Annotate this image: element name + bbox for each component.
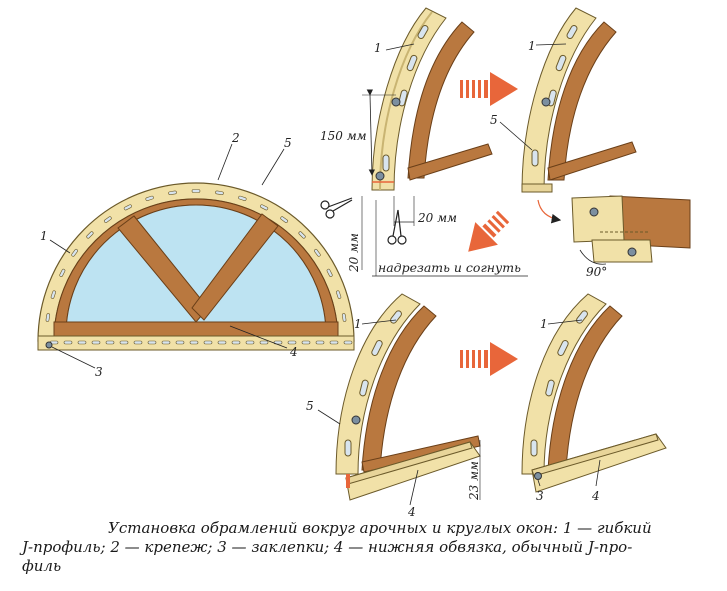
arrow-down-left	[468, 210, 510, 252]
nail-slot	[71, 249, 78, 257]
label-4: 4	[289, 345, 298, 359]
dim-20mm-horizontal: 20 мм	[417, 211, 457, 225]
label-3: 3	[95, 365, 103, 379]
nail-slot	[341, 313, 347, 322]
frame-sill	[53, 321, 339, 337]
wood-sill-a	[407, 143, 493, 181]
nail-slot	[273, 340, 283, 345]
nail-slot	[59, 268, 66, 277]
wood-arc-a	[407, 21, 475, 179]
nail-slot	[231, 340, 241, 345]
slots-a	[382, 25, 429, 172]
label-2: 2	[231, 131, 240, 145]
nail-slot	[119, 340, 129, 345]
nail-slot	[123, 204, 132, 211]
nail-slot	[280, 216, 288, 223]
panel-cut-and-bend: 150 мм 20 мм 20 мм надрезать и согнуть 1	[320, 7, 528, 277]
wood-arc-c	[361, 305, 437, 471]
dim-20mm-vertical: 20 мм	[347, 233, 361, 273]
rivet	[45, 341, 53, 349]
nail-slot	[329, 340, 339, 345]
nail-slot	[238, 195, 247, 201]
nail-slot	[91, 340, 101, 345]
label-5: 5	[284, 136, 292, 150]
nail-slot	[133, 340, 143, 345]
label-b-5: 5	[490, 113, 498, 127]
nail-slot	[301, 340, 311, 345]
dim-150mm: 150 мм	[320, 129, 367, 143]
j-profile-a	[371, 7, 447, 191]
nail-slot	[298, 231, 306, 239]
label-c-5: 5	[306, 399, 314, 413]
label-c-1: 1	[354, 317, 362, 331]
nail-slot	[326, 268, 333, 277]
nail-slot	[86, 231, 94, 239]
dim-23mm: 23 мм	[467, 461, 481, 501]
nail-slot	[147, 340, 157, 345]
nail-slot	[105, 340, 115, 345]
nail-slot	[343, 340, 353, 345]
label-a-1: 1	[374, 41, 382, 55]
wood-arc-b	[547, 21, 617, 181]
nail-slot	[175, 340, 185, 345]
j-profile-b	[521, 7, 597, 191]
label-b-1: 1	[528, 39, 536, 53]
nail-slot	[161, 340, 171, 345]
figure-caption: Установка обрамлений вокруг арочных и кр…	[22, 519, 712, 576]
nail-slot	[189, 340, 199, 345]
j-profile-d	[521, 293, 607, 475]
label-d-1: 1	[540, 317, 548, 331]
wood-arc-d	[547, 305, 623, 471]
nail-slot	[287, 340, 297, 345]
nail-slot	[336, 290, 342, 299]
nail-slot	[217, 340, 227, 345]
scissors-icon-2	[387, 209, 407, 245]
note-cut-and-bend: надрезать и согнуть	[378, 260, 521, 275]
wood-sill-b	[547, 141, 637, 181]
nail-slot	[104, 216, 112, 223]
arrow-right-bottom	[460, 342, 518, 376]
nail-slot	[77, 340, 87, 345]
angle-90: 90°	[586, 265, 607, 279]
sill-nail-slots	[49, 340, 353, 345]
caption-line-2: J-профиль; 2 — крепеж; 3 — заклепки; 4 —…	[22, 538, 633, 556]
nail-slot	[50, 290, 56, 299]
nail-slot	[314, 249, 321, 257]
nail-slot	[245, 340, 255, 345]
detail-bend: 90°	[571, 195, 691, 279]
mullion-right	[191, 213, 279, 321]
label-d-4: 4	[591, 489, 600, 503]
nail-slot	[45, 313, 51, 322]
nail-slot	[203, 340, 213, 345]
nail-slot	[145, 195, 154, 201]
panel-bottom-install: 23 мм 1 5 4	[306, 293, 481, 519]
nail-slot	[215, 190, 224, 196]
label-c-4: 4	[407, 505, 416, 519]
panel-bent: 1 5	[490, 7, 637, 224]
nail-slot	[63, 340, 73, 345]
nail-slot	[260, 204, 269, 211]
nail-slot	[315, 340, 325, 345]
caption-line-1: Установка обрамлений вокруг арочных и кр…	[108, 519, 652, 537]
label-1: 1	[40, 229, 48, 243]
arrow-right-top	[460, 72, 518, 106]
nail-slot	[168, 190, 177, 196]
nail-slot	[191, 189, 201, 193]
j-profile-c	[335, 293, 421, 475]
nail-slot	[259, 340, 269, 345]
scissors-icon	[320, 197, 353, 219]
caption-line-3: филь	[22, 557, 62, 575]
panel-finished: 1 3 4	[521, 293, 667, 503]
label-d-3: 3	[536, 489, 544, 503]
arched-window: 1 2 5 4 3	[37, 131, 355, 379]
arch-nail-slots	[45, 189, 347, 322]
